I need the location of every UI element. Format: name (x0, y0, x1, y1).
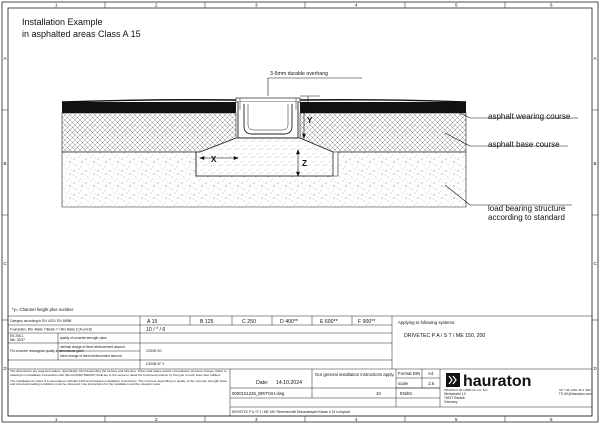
note-1: The dimensions are sugested values. Spec… (10, 370, 227, 377)
label-base: asphalt base course (488, 140, 560, 149)
asphalt-base-left (61, 112, 237, 153)
label-overhang: 3-5mm durable overhang (270, 71, 328, 77)
col-label: 6 (550, 417, 553, 422)
brand-address: HAURATON GmbH & Co. KG Werkstraße 13 764… (444, 389, 488, 404)
row-label: A (594, 56, 597, 61)
general-note: Our general installation instructions ap… (315, 372, 394, 377)
class-cell: B 125 (200, 319, 214, 325)
logo-mark-icon (446, 373, 460, 387)
label-z: Z (302, 159, 307, 168)
row2-value: 10 / * / 6 (146, 327, 165, 333)
drainage-channel (235, 97, 301, 139)
asphalt-base-right (299, 112, 467, 153)
col-label: 3 (255, 3, 258, 8)
scale-value: 1:5 (428, 381, 435, 386)
label-x: X (211, 155, 217, 164)
date-value: 14.10.2024 (276, 380, 302, 386)
class-cell: E 600** (320, 319, 338, 325)
row-label: D (4, 366, 8, 371)
col-label: 1 (55, 3, 58, 8)
footnote: *y= Channel height plus number (12, 307, 74, 312)
note-2: The installation by client is in accorda… (10, 378, 227, 387)
col-label: 2 (155, 3, 158, 8)
grid-labels: 1 2 3 4 5 6 1 2 3 4 5 6 A B C D A B C D (4, 3, 598, 423)
title-block (7, 315, 593, 417)
row3b-label: Min. 30/37 (10, 338, 25, 342)
row5-value: C30/38 XF 3 (146, 362, 164, 366)
file-name: 0000151226_BRITISH.dwg (232, 391, 285, 396)
row-label: C (4, 261, 8, 266)
layer-leaders (444, 105, 578, 206)
dimension-x (199, 156, 239, 160)
col-label: 6 (550, 3, 553, 8)
col-label: 5 (455, 417, 458, 422)
row3a-label: EN 206-1 (10, 334, 24, 338)
format-label: Format DIN (398, 371, 420, 376)
class-cell: A 15 (147, 319, 157, 325)
row-label: C (594, 261, 598, 266)
row4-right: minimal charge of fixed reinforcement am… (60, 345, 125, 349)
brand-name: hauraton (463, 373, 531, 390)
col-label: 4 (355, 3, 358, 8)
row-label: D (594, 366, 598, 371)
notes-block: The dimensions are sugested values. Spec… (10, 370, 227, 387)
applying-label: Applying to following systems: (398, 320, 455, 325)
col-label: 4 (355, 417, 358, 422)
col-label: 3 (255, 417, 258, 422)
asphalt-wearing-left (62, 102, 236, 113)
label-y: Y (307, 116, 313, 125)
row4-label: Für concrete rectangular quality in dime… (10, 349, 84, 353)
drawing-caption: DRIVETEC P A / S T / ME 150: Rinnenschni… (232, 410, 350, 414)
dimension-y (302, 101, 306, 139)
concrete-bedding (195, 137, 334, 177)
class-cell: D 400** (280, 319, 298, 325)
col-label: 5 (455, 3, 458, 8)
revision: 10 (376, 391, 381, 396)
row5-right: micro charge of fixed reinforcement amou… (60, 354, 122, 358)
row1-label: Category according to EN 1433 / EN 18598 (10, 319, 72, 323)
label-wearing: asphalt wearing course (488, 112, 571, 121)
brand-details: HAURATON GmbH & Co. KG Werkstraße 13 764… (444, 389, 592, 404)
row-label: A (4, 56, 7, 61)
systems-list: DRIVETEC P A / S T / ME 150, 200 (404, 333, 485, 339)
drawing-title: Installation Example (22, 17, 103, 27)
row4-value: C25/30 XO (146, 349, 162, 353)
label-load-1: load bearing structure (488, 204, 566, 213)
row-label: B (4, 161, 7, 166)
overhang-leader (267, 77, 362, 104)
asphalt-wearing-right (300, 102, 466, 113)
col-label: 2 (155, 417, 158, 422)
class-cell: F 900** (358, 319, 375, 325)
drawing-subtitle: in asphalted areas Class A 15 (22, 29, 141, 39)
row-label: B (594, 161, 597, 166)
dimension-z (296, 149, 300, 177)
class-cell: C 250 (242, 319, 256, 325)
label-load-2: according to standard (488, 213, 565, 222)
col-label: 1 (55, 417, 58, 422)
scale-label: scale (398, 381, 409, 386)
row2-label: Foundation, Min.-Maße Y/Beton Y / Min.Ma… (10, 328, 92, 332)
format-value: A4 (428, 371, 434, 376)
title-block-text: Category according to EN 1433 / EN 18598… (10, 319, 485, 414)
language: EN/En (400, 391, 413, 396)
hauraton-logo: hauraton (446, 373, 531, 390)
date-label: Date: (256, 380, 268, 386)
row3-right: quality of concrete strength class (60, 336, 107, 340)
brand-contact: Tel +44 1582 501 380 TS UK@hauraton.com (558, 389, 592, 396)
